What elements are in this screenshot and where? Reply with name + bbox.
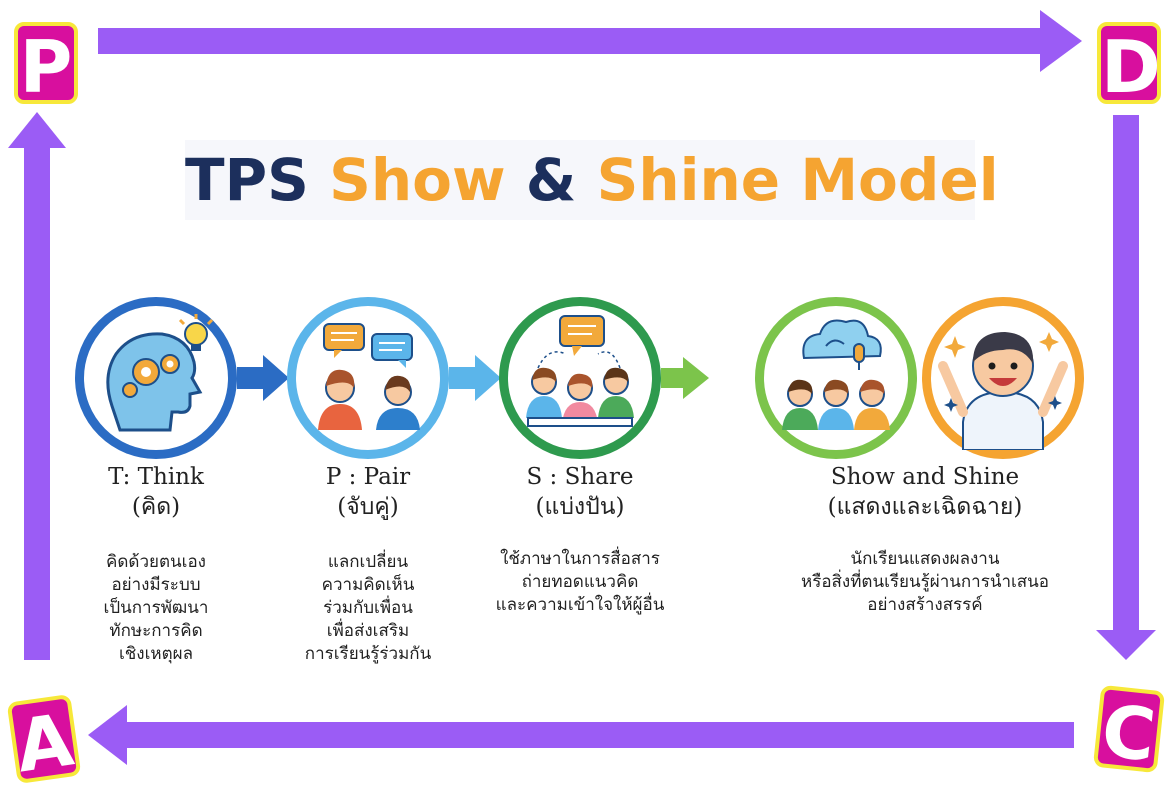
share-title: S : Share (526, 464, 634, 490)
think-circle (75, 297, 237, 459)
think-label: T: Think (คิด) (60, 462, 252, 522)
show-circle (755, 297, 917, 459)
title-shine-model: Shine Model (596, 146, 999, 214)
pair-circle (287, 297, 449, 459)
brain-gears-icon (106, 314, 214, 432)
show-shine-subtitle: (แสดงและเฉิดฉาย) (827, 494, 1023, 520)
pair-title: P : Pair (325, 464, 411, 490)
step-arrow-think-pair (237, 355, 289, 401)
title-ampersand: & (525, 146, 577, 214)
step-arrow-pair-share (449, 355, 501, 401)
share-desc-line: และความเข้าใจให้ผู้อื่น (495, 595, 665, 615)
group-share-icon (526, 315, 634, 427)
think-desc-line: ทักษะการคิด (109, 621, 203, 641)
pair-subtitle: (จับคู่) (337, 494, 399, 520)
pair-desc-line: แลกเปลี่ยน (327, 552, 409, 572)
show-shine-label: Show and Shine (แสดงและเฉิดฉาย) (780, 462, 1070, 522)
pair-label: P : Pair (จับคู่) (272, 462, 464, 522)
pdca-letter-p: P (14, 22, 78, 108)
pair-talk-icon (318, 323, 420, 430)
think-desc-line: เป็นการพัฒนา (103, 598, 209, 618)
show-shine-desc-line: หรือสิ่งที่ตนเรียนรู้ผ่านการนำเสนอ (800, 572, 1050, 592)
page-title: TPS Show & Shine Model (185, 140, 999, 220)
title-tps: TPS (185, 146, 309, 214)
happy-student-icon (938, 332, 1068, 450)
show-shine-description: นักเรียนแสดงผลงาน หรือสิ่งที่ตนเรียนรู้ผ… (745, 548, 1105, 617)
shine-circle (922, 297, 1084, 459)
think-desc-line: คิดด้วยตนเอง (106, 552, 206, 572)
think-desc-line: อย่างมีระบบ (111, 575, 201, 595)
share-description: ใช้ภาษาในการสื่อสาร ถ่ายทอดแนวคิด และควา… (466, 548, 694, 617)
show-shine-desc-line: อย่างสร้างสรรค์ (867, 595, 983, 615)
think-subtitle: (คิด) (131, 494, 181, 520)
pair-desc-line: ร่วมกับเพื่อน (323, 598, 413, 618)
share-desc-line: ใช้ภาษาในการสื่อสาร (500, 549, 660, 569)
show-shine-title: Show and Shine (830, 464, 1020, 490)
pair-desc-line: เพื่อส่งเสริม (326, 621, 410, 641)
share-desc-line: ถ่ายทอดแนวคิด (521, 572, 639, 592)
share-circle (499, 297, 661, 459)
think-description: คิดด้วยตนเอง อย่างมีระบบ เป็นการพัฒนา ทั… (60, 551, 252, 666)
think-title: T: Think (108, 464, 204, 490)
share-label: S : Share (แบ่งปัน) (484, 462, 676, 522)
presentation-icon (782, 319, 890, 430)
step-arrow-share-show (661, 357, 709, 399)
pdca-letter-c: C (1092, 684, 1165, 778)
pair-desc-line: การเรียนรู้ร่วมกัน (304, 644, 432, 664)
share-subtitle: (แบ่งปัน) (535, 494, 625, 520)
pair-desc-line: ความคิดเห็น (321, 575, 415, 595)
think-desc-line: เชิงเหตุผล (118, 644, 194, 664)
pair-description: แลกเปลี่ยน ความคิดเห็น ร่วมกับเพื่อน เพื… (272, 551, 464, 666)
show-shine-desc-line: นักเรียนแสดงผลงาน (850, 549, 1000, 569)
pdca-letter-d: D (1097, 22, 1161, 108)
title-show: Show (329, 146, 506, 214)
pdca-letter-a: A (6, 693, 82, 788)
